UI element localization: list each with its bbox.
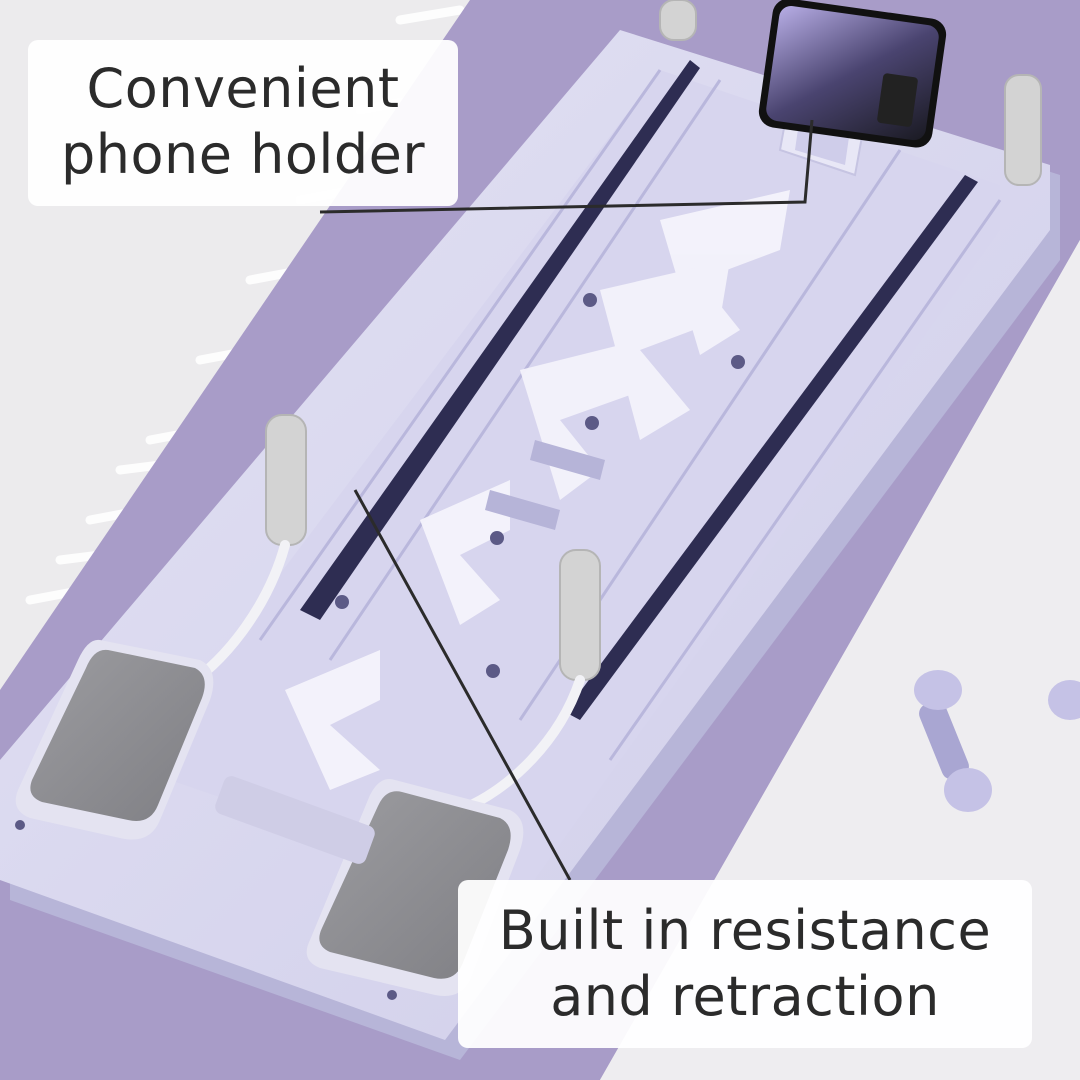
- resistance-posts: [265, 0, 1042, 681]
- phone-holder-callout-line-2: phone holder: [60, 123, 426, 186]
- resistance-callout: Built in resistance and retraction: [458, 880, 1032, 1048]
- screws: [15, 293, 745, 1000]
- phone-holder-callout: Convenient phone holder: [28, 40, 458, 206]
- dumbbells: [914, 670, 1080, 812]
- center-slots: [485, 440, 605, 530]
- resistance-callout-line-2: and retraction: [550, 965, 940, 1028]
- chevron-arrows: [285, 190, 790, 790]
- floor-right: [600, 240, 1080, 1080]
- foot-pads: [15, 639, 524, 996]
- callout-leader-lines: [319, 119, 814, 881]
- smartphone: [758, 0, 947, 148]
- phone-holder-leader: [319, 119, 814, 214]
- pad-hinge: [215, 776, 375, 864]
- resistance-leader: [353, 489, 572, 881]
- phone-holder-callout-line-1: Convenient: [86, 57, 400, 120]
- rail-slots: [300, 60, 978, 720]
- resistance-callout-line-1: Built in resistance: [498, 899, 992, 962]
